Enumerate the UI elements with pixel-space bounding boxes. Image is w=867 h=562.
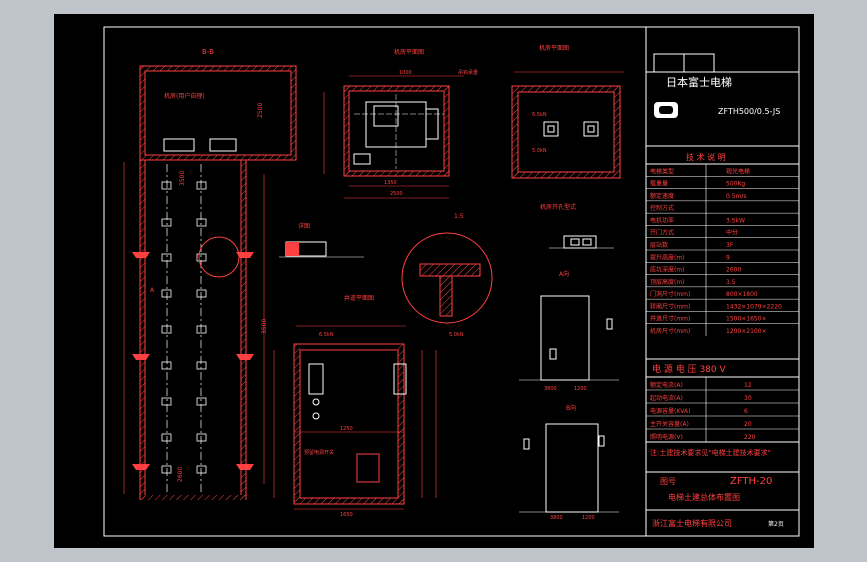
spec-label: 轿厢尺寸(mm) [650, 302, 690, 310]
cad-drawing: B-B 机房(用户自理) 2500 [103, 26, 800, 537]
spec-label: 电机功率 [650, 216, 674, 224]
power-table: 额定电流(A) 12 起动电流(A) 30 电源容量(KVA) 6 主开关容量(A) 20 照明… [646, 381, 799, 441]
spec-value: 0.5m/s [726, 193, 747, 200]
power-value: 30 [744, 395, 752, 402]
spec-value: 500Kg [726, 181, 745, 188]
scale-label: 1:5 [454, 213, 464, 220]
spec-label: 额定速度 [650, 192, 674, 200]
room-height-dim: 2500 [257, 103, 264, 118]
company-name: 浙江富士电梯有限公司 [652, 518, 732, 528]
power-label: 电源容量(KVA) [650, 407, 690, 415]
view-a-label: A向 [559, 270, 569, 278]
spec-label: 层站数 [650, 241, 668, 249]
model-number: ZFTH500/0.5-JS [718, 107, 780, 116]
plan-title: 机房平面图 [394, 48, 424, 56]
power-value: 220 [744, 434, 756, 441]
hook-note: 吊钩承重 [458, 69, 478, 76]
drawing-sheet: B-B 机房(用户自理) 2500 [54, 14, 814, 548]
spec-label: 机房尺寸(mm) [650, 327, 690, 335]
spec-value: 2600 [726, 267, 741, 274]
spec-value: 3.5kW [726, 217, 745, 224]
load-label-1: 6.5kN [532, 112, 547, 118]
spec-label: 门洞尺寸(mm) [650, 290, 690, 298]
shaft-dim-1250: 1250 [340, 426, 353, 432]
spec-value: 中分 [726, 229, 738, 237]
note-text: 注:土建技术要求见"电梯土建技术要求" [650, 448, 771, 457]
shaft-dim-1650: 1650 [340, 512, 353, 518]
spec-value: 1200×2100× [726, 328, 767, 335]
shaft-height-dim: 3500 [261, 319, 268, 334]
sheet-number: 第2页 [768, 520, 784, 528]
detail-views: 详图 1:5 机房开孔型式 [279, 203, 614, 324]
plan-dim-2500: 2500 [390, 191, 403, 197]
power-value: 6 [744, 408, 748, 415]
spec-value: 1432×1079×2220 [726, 303, 782, 310]
section-label: B-B [202, 48, 214, 56]
plan-dim-1350: 1350 [384, 180, 397, 186]
hole-title: 机房开孔型式 [540, 203, 576, 211]
spec-label: 井道尺寸(mm) [650, 315, 690, 323]
spec-value: 观光电梯 [726, 167, 750, 175]
drawing-title: 电梯土建总体布置图 [668, 492, 740, 502]
spec-label: 电梯类型 [650, 167, 674, 175]
view-b-dim2: 1200 [582, 515, 595, 521]
drawing-no: ZFTH-20 [730, 476, 772, 487]
plan-dim-1000: 1000 [399, 70, 412, 76]
spec-value: 1500×1650× [726, 316, 767, 323]
spec-value: 9 [726, 254, 730, 261]
view-a-dim: 3800 [544, 386, 557, 392]
door-views: A向 3800 1200 B向 3800 1200 [519, 270, 619, 521]
spec-label: 载重量 [650, 180, 668, 188]
spec-label: 底坑深度(m) [650, 266, 685, 274]
brand-name: 日本富士电梯 [666, 75, 732, 89]
power-label: 主开关容量(A) [650, 420, 689, 428]
plan2-title: 机房平面图 [539, 44, 569, 52]
power-label: 照明电源(V) [650, 433, 683, 441]
overhead-dim: 3500 [179, 171, 186, 186]
view-b-dim: 3800 [550, 515, 563, 521]
drawing-no-label: 图号 [660, 477, 676, 486]
power-label: 额定电流(A) [650, 381, 683, 389]
spec-label: 开门方式 [650, 229, 674, 237]
spec-label: 提升高度(m) [650, 253, 685, 261]
shaft-load-1: 6.5kN [319, 332, 334, 338]
machine-room-plan-2: 机房平面图 6.5kN 5.0kN [511, 44, 624, 179]
spec-value: 3.5 [726, 279, 736, 286]
title-block: 日本富士电梯 ZFTH500/0.5-JS 技 术 说 明 电梯类型 观光电梯载重… [645, 26, 800, 537]
power-value: 12 [744, 382, 752, 389]
brand-logo [654, 102, 678, 118]
reserve-note: 预留电源开关 [304, 449, 334, 456]
machine-room-plan: 机房平面图 1000 1350 2500 吊钩承重 [323, 48, 478, 199]
view-b-label: B向 [566, 404, 576, 412]
tech-header: 技 术 说 明 [686, 152, 726, 162]
power-header: 电 源 电 压 380 V [652, 363, 726, 375]
section-view: B-B 机房(用户自理) 2500 [123, 48, 297, 500]
detail-title: 详图 [298, 222, 310, 230]
room-note: 机房(用户自理) [164, 92, 205, 100]
shaft-plan: 井道平面图 6.5kN 5.0kN 1250 预留电源开关 1650 [273, 294, 464, 518]
shaft-load-2: 5.0kN [449, 332, 464, 338]
spec-label: 控制方式 [650, 204, 674, 212]
spec-value: 800×1800 [726, 291, 758, 298]
shaft-plan-title: 井道平面图 [344, 294, 374, 302]
spec-label: 顶层高度(m) [650, 278, 685, 286]
view-a-dim2: 1200 [574, 386, 587, 392]
power-label: 起动电流(A) [650, 394, 683, 402]
spec-value: 3F [726, 242, 734, 249]
load-label-2: 5.0kN [532, 148, 547, 154]
power-value: 20 [744, 421, 752, 428]
pit-dim: 2600 [177, 467, 184, 482]
section-a-label: A [150, 287, 155, 294]
